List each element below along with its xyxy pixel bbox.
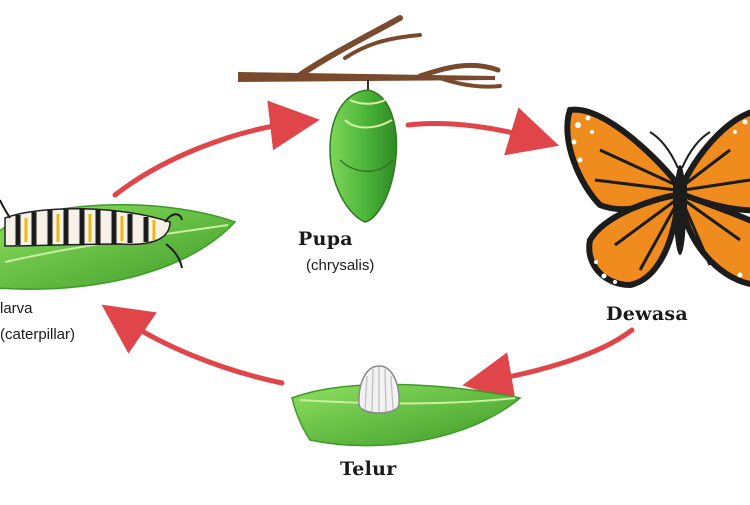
egg-label: Telur xyxy=(340,458,397,480)
chrysalis xyxy=(329,89,398,223)
larva-subtitle: (caterpillar) xyxy=(0,326,76,343)
arrow-egg-to-larva xyxy=(101,304,285,386)
egg-leaf xyxy=(291,383,522,447)
larva-label: larva xyxy=(0,300,33,317)
lower-right-wing xyxy=(681,190,750,287)
branch xyxy=(238,72,495,82)
butterfly-body xyxy=(674,165,686,255)
arrow-adult-to-egg xyxy=(462,327,635,402)
pupa-subtitle: (chrysalis) xyxy=(306,257,375,274)
adult-butterfly-illustration xyxy=(564,106,750,289)
adult-label: Dewasa xyxy=(606,303,689,325)
larva-illustration xyxy=(0,199,237,290)
egg-illustration xyxy=(291,365,522,447)
pupa-label: Pupa xyxy=(298,228,353,250)
pupa-illustration xyxy=(238,15,502,223)
arrow-pupa-to-adult xyxy=(405,107,560,156)
cycle-arrows xyxy=(101,100,635,402)
arrow-larva-to-pupa xyxy=(112,100,320,198)
